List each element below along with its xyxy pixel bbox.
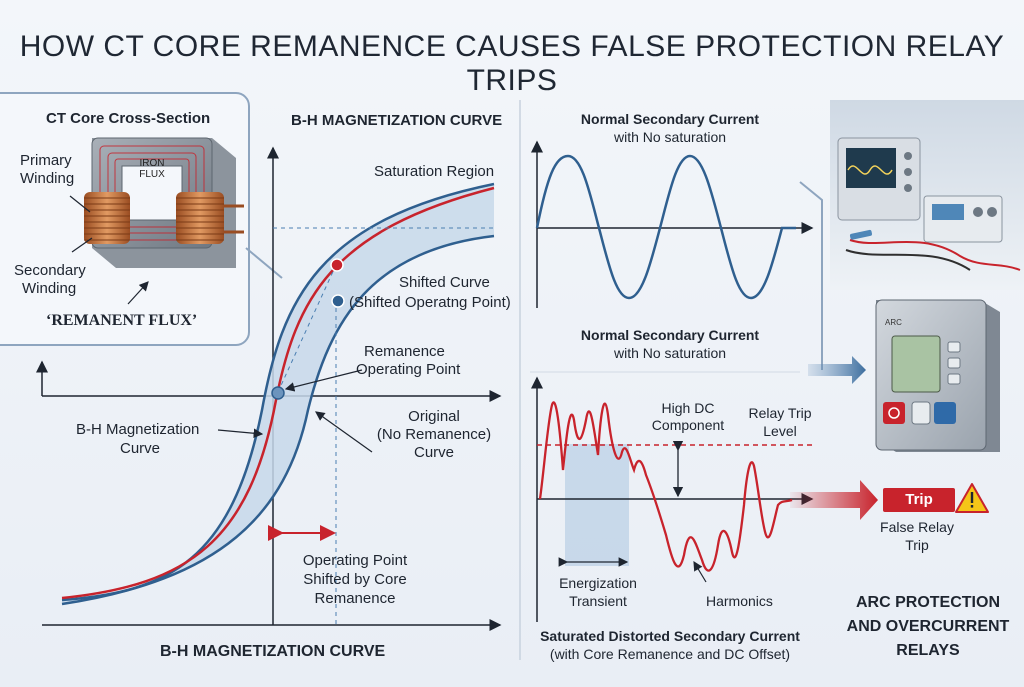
remanence-label-1: Remanence [364, 343, 445, 360]
primary-winding-label-1: Primary [20, 152, 72, 169]
secondary-winding-label-2: Winding [22, 280, 77, 297]
shifted-curve [61, 234, 495, 606]
secondary-winding-label-1: Secondary [14, 262, 86, 279]
bh-plot [36, 146, 502, 631]
relay-trip-label-2: Level [763, 423, 797, 439]
saturated-current-plot [531, 376, 814, 622]
remanent-flux-label: ‘REMANENT FLUX’ [46, 312, 198, 329]
false-trip-label-1: False Relay [880, 519, 954, 535]
relay-panel-brand: ARC [885, 318, 902, 327]
page-title: HOW CT CORE REMANENCE CAUSES FALSE PROTE… [19, 30, 1005, 97]
normal-sub-2: with No saturation [613, 345, 727, 361]
secondary-coil [176, 192, 244, 244]
relay-device [875, 299, 1000, 452]
ct-core-heading: CT Core Cross-Section [46, 110, 211, 127]
energization-band [565, 444, 629, 566]
energization-label-1: Energization [559, 575, 637, 591]
core-text-iron: IRON [139, 158, 165, 169]
primary-coil [84, 192, 130, 244]
false-trip-label-2: Trip [905, 537, 929, 553]
energization-label-2: Transient [569, 593, 627, 609]
arc-label-1: ARC PROTECTION [856, 594, 1000, 611]
primary-winding-label-2: Winding [20, 170, 75, 187]
high-dc-label-2: Component [651, 417, 725, 433]
bh-heading-bottom: B-H MAGNETIZATION CURVE [160, 643, 386, 660]
op-shift-label-2: Shifted by Core [303, 571, 407, 588]
saturated-title: Saturated Distorted Secondary Current [540, 628, 800, 644]
normal-title-2: Normal Secondary Current [580, 327, 760, 343]
shifted-curve-label-2: (Shifted Operatng Point) [349, 294, 511, 311]
normal-title-1: Normal Secondary Current [580, 111, 760, 127]
saturation-point-marker [330, 258, 344, 272]
normal-current-plot [531, 140, 814, 308]
ct-core-drawing [69, 137, 244, 305]
saturated-sub: (with Core Remanence and DC Offset) [549, 646, 791, 662]
normal-sub-1: with No saturation [613, 129, 727, 145]
trip-badge: Trip [883, 488, 955, 512]
op-shift-label-3: Remanence [314, 590, 396, 607]
saturation-region-label: Saturation Region [374, 163, 495, 180]
bh-curve-label-1: B-H Magnetization [76, 421, 200, 438]
distorted-wave [538, 401, 793, 572]
high-dc-label-1: High DC [661, 400, 715, 416]
original-curve-label-3: Curve [413, 444, 454, 461]
bh-heading-top: B-H MAGNETIZATION CURVE [291, 112, 503, 129]
trip-arrow [790, 480, 878, 520]
original-curve-label-2: (No Remanence) [376, 426, 492, 443]
remanence-point-marker [271, 386, 285, 400]
op-shift-label-1: Operating Point [302, 552, 408, 569]
harmonics-label: Harmonics [706, 593, 773, 609]
lab-equipment-image [830, 100, 1024, 290]
original-curve-label-1: Original [408, 408, 460, 425]
core-text-flux: FLUX [139, 169, 165, 180]
relay-trip-label-1: Relay Trip [748, 405, 812, 421]
warning-icon [955, 483, 989, 513]
arc-label-3: RELAYS [896, 642, 960, 659]
normal-sine-wave [535, 154, 796, 300]
remanence-label-2: Operating Point [356, 361, 461, 378]
remanence-curve [61, 186, 495, 600]
flow-arrow [808, 356, 866, 384]
arc-label-2: AND OVERCURRENT [846, 618, 1010, 635]
shifted-point-marker [331, 294, 345, 308]
shifted-curve-label-1: Shifted Curve [399, 274, 490, 291]
bh-curve-label-2: Curve [120, 440, 161, 457]
